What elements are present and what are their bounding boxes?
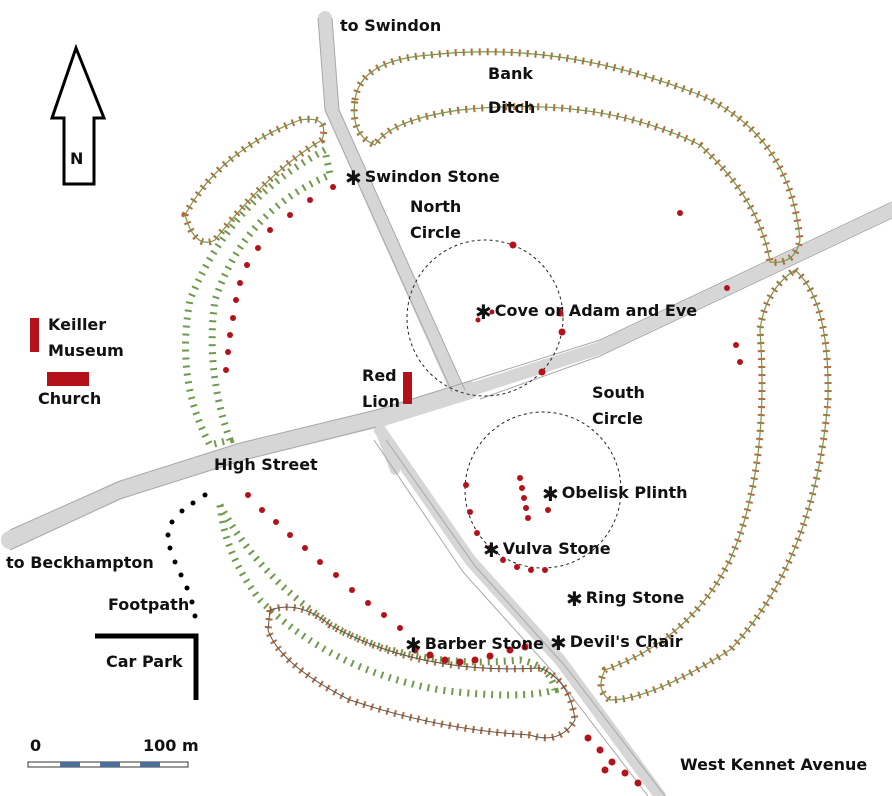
east-road	[463, 203, 892, 397]
to-beckhampton-label: to Beckhampton	[6, 553, 154, 572]
car-park-label: Car Park	[106, 652, 183, 671]
bank-west	[182, 144, 334, 450]
red-lion-label: Red Lion	[362, 366, 401, 411]
stone-marker-icon: ✱	[405, 633, 422, 657]
scale-zero-label: 0	[30, 736, 42, 755]
keiller-museum-marker	[30, 318, 39, 352]
devils-chair-label: ✱Devil's Chair	[550, 631, 683, 655]
link-road	[375, 425, 400, 475]
stone-marker-icon: ✱	[542, 482, 559, 506]
north-arrow-icon	[49, 43, 107, 186]
ditch-label: Ditch	[488, 98, 536, 117]
stone-marker-icon: ✱	[345, 166, 362, 190]
high-street-label: High Street	[214, 455, 318, 474]
obelisk-plinth-label: ✱Obelisk Plinth	[542, 482, 688, 506]
scale-max-label: 100 m	[143, 736, 199, 755]
south-circle-label: South Circle	[592, 383, 645, 428]
scale-bar	[27, 761, 189, 768]
high-street	[1, 381, 479, 549]
cove-label: ✱Cove or Adam and Eve	[475, 300, 698, 324]
red-lion-marker	[403, 372, 412, 404]
stone-marker-icon: ✱	[483, 538, 500, 562]
road-to-swindon	[318, 11, 465, 399]
north-arrow-label: N	[70, 149, 84, 168]
car-park-outline	[95, 633, 199, 700]
henge-banks	[181, 48, 832, 742]
bank-label: Bank	[488, 64, 534, 83]
bank-northwest	[181, 115, 328, 246]
stone-marker-icon: ✱	[566, 587, 583, 611]
north-circle-outline	[406, 239, 564, 397]
west-kennet-avenue-label: West Kennet Avenue	[680, 755, 868, 774]
swindon-stone-label: ✱Swindon Stone	[345, 166, 500, 190]
north-circle-label: North Circle	[410, 197, 462, 242]
stones	[223, 184, 743, 787]
vulva-stone-label: ✱Vulva Stone	[483, 538, 611, 562]
ring-stone-label: ✱Ring Stone	[566, 587, 685, 611]
footpath-dots	[165, 492, 208, 619]
road-edges	[9, 17, 892, 796]
barber-stone-label: ✱Barber Stone	[405, 633, 544, 657]
bank-southwest	[216, 503, 560, 699]
to-swindon-label: to Swindon	[340, 16, 442, 35]
footpath-label: Footpath	[108, 595, 190, 614]
stone-marker-icon: ✱	[550, 631, 567, 655]
stone-marker-icon: ✱	[475, 300, 492, 324]
church-marker	[47, 372, 89, 386]
church-label: Church	[38, 389, 102, 408]
keiller-museum-label: Keiller Museum	[48, 315, 124, 360]
